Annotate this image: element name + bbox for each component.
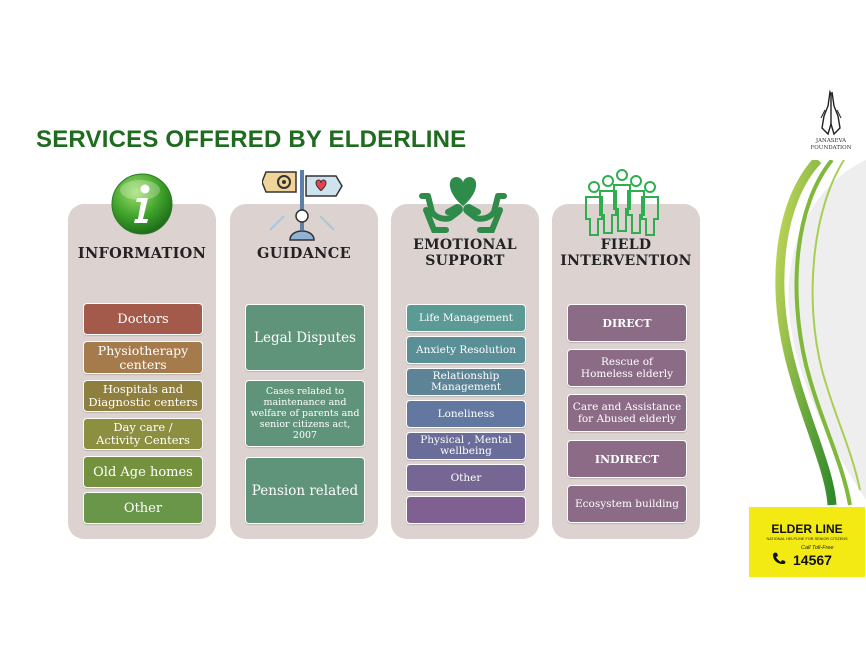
- emotional-item-life-management: Life Management: [406, 304, 526, 332]
- elderline-name: ELDER LINE: [771, 522, 843, 536]
- emotional-item-relationship: Relationship Management: [406, 368, 526, 396]
- heart-hands-icon: [419, 177, 507, 233]
- elderline-call-text: Call Toll-Free: [801, 545, 834, 551]
- emotional-item-blank: [406, 496, 526, 524]
- elderline-number: 14567: [793, 552, 832, 568]
- info-icon: [111, 173, 173, 235]
- emotional-support-column: EMOTIONAL SUPPORT Life Management Anxiet…: [391, 204, 539, 539]
- elderline-banner: ELDER LINE NATIONAL HELPLINE FOR SENIOR …: [749, 507, 865, 577]
- guidance-heading: GUIDANCE: [257, 245, 351, 262]
- people-group-icon: [585, 169, 659, 236]
- emotional-item-loneliness: Loneliness: [406, 400, 526, 428]
- guidance-item-pension: Pension related: [245, 457, 365, 524]
- field-item-ecosystem: Ecosystem building: [567, 485, 687, 523]
- logo-line2: FOUNDATION: [810, 144, 852, 151]
- field-item-direct: DIRECT: [567, 304, 687, 342]
- janaseva-logo: JANASEVA FOUNDATION: [806, 88, 856, 151]
- guidance-column: GUIDANCE Legal Disputes Cases related to…: [230, 204, 378, 539]
- info-item-oldage: Old Age homes: [83, 456, 203, 488]
- info-item-physiotherapy: Physiotherapy centers: [83, 341, 203, 374]
- field-item-indirect: INDIRECT: [567, 440, 687, 478]
- info-item-hospitals: Hospitals and Diagnostic centers: [83, 380, 203, 412]
- phone-icon: [773, 552, 786, 564]
- info-item-daycare: Day care / Activity Centers: [83, 418, 203, 450]
- emotional-item-wellbeing: Physical , Mental wellbeing: [406, 432, 526, 460]
- emotional-heading-line1: EMOTIONAL: [413, 237, 517, 253]
- guidance-item-maintenance-act: Cases related to maintenance and welfare…: [245, 380, 365, 447]
- elderline-tagline: NATIONAL HELPLINE FOR SENIOR CITIZENS: [766, 537, 848, 541]
- info-item-doctors: Doctors: [83, 303, 203, 335]
- guidance-item-legal: Legal Disputes: [245, 304, 365, 371]
- field-heading-line1: FIELD: [600, 237, 652, 253]
- info-item-other: Other: [83, 492, 203, 524]
- information-column: INFORMATION Doctors Physiotherapy center…: [68, 204, 216, 539]
- field-intervention-column: FIELD INTERVENTION DIRECT Rescue of Home…: [552, 204, 700, 539]
- emotional-item-anxiety: Anxiety Resolution: [406, 336, 526, 364]
- green-swoosh-decoration: [775, 160, 866, 506]
- emotional-item-other: Other: [406, 464, 526, 492]
- praying-hands-icon: [820, 89, 842, 136]
- signpost-icon: [262, 170, 343, 241]
- field-item-rescue: Rescue of Homeless elderly: [567, 349, 687, 387]
- emotional-heading-line2: SUPPORT: [425, 253, 505, 269]
- logo-line1: JANASEVA: [815, 138, 847, 144]
- page-title: SERVICES OFFERED BY ELDERLINE: [36, 126, 467, 153]
- information-heading: INFORMATION: [77, 245, 207, 262]
- field-heading-line2: INTERVENTION: [560, 253, 692, 269]
- field-item-care: Care and Assistance for Abused elderly: [567, 394, 687, 432]
